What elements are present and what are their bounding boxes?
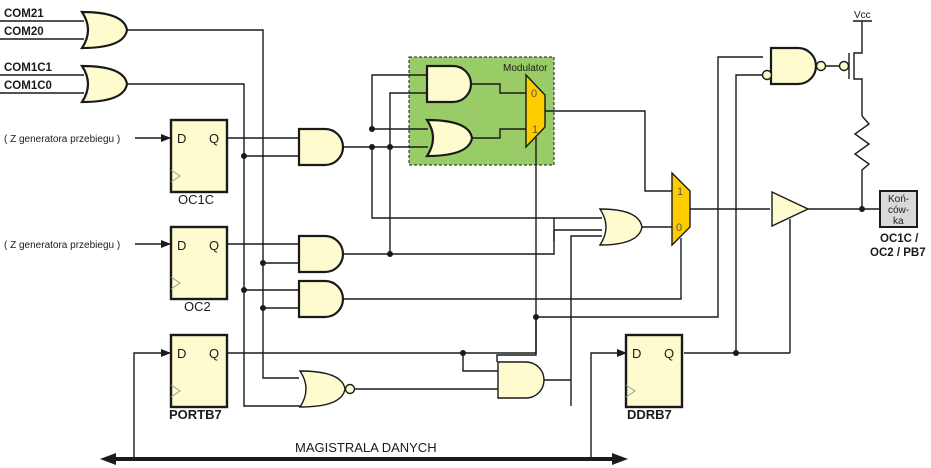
ff-portb7-name: PORTB7 [169,407,222,422]
modulator-and-gate [425,64,473,104]
pin-box [879,190,918,228]
ff-ddrb7-q-label: Q [664,346,674,361]
ff-oc1c-q-label: Q [209,131,219,146]
label-com1c0: COM1C0 [4,80,52,92]
or-gate-com2 [79,10,129,50]
and-gate-portb7 [497,361,545,399]
label-waveform-source-2: ( Z generatora przebiegu ) [4,240,120,251]
nand-input-bubble [761,69,773,81]
ff-ddrb7-d-label: D [632,346,641,361]
output-mux [671,171,691,247]
pin-box-line1: Koń- [888,194,909,205]
data-bus-label: MAGISTRALA DANYCH [295,440,437,455]
modulator-mux [525,73,546,149]
ff-oc2-q-label: Q [209,238,219,253]
nor-bubble [344,383,356,395]
modulator-mux-in0: 0 [531,88,537,100]
ff-oc1c-d-label: D [177,131,186,146]
ff-oc2-name: OC2 [184,299,211,314]
bus-arrow-left-icon [100,453,116,465]
wires [0,20,879,460]
pin-box-line2: ców- [888,205,909,216]
and-gate-oc1c [297,127,345,167]
flipflop-oc1c [169,118,229,194]
modulator-mux-in1: 1 [532,124,538,136]
and-gate-oc2 [297,234,345,274]
or-gate-mux-select [598,208,643,246]
output-mux-in0: 0 [676,222,682,234]
label-com21: COM21 [4,8,44,20]
ff-oc2-d-label: D [177,238,186,253]
label-com20: COM20 [4,26,44,38]
flipflop-oc2 [169,225,229,301]
nand-gate [769,46,818,86]
modulator-title: Modulator [503,63,548,74]
ff-portb7-q-label: Q [209,346,219,361]
ff-oc1c-name: OC1C [178,192,214,207]
junction-dots [241,126,865,356]
nand-output-bubble [815,60,827,72]
flipflop-portb7 [169,333,229,409]
label-waveform-source-1: ( Z generatora przebiegu ) [4,134,120,145]
modulator-or-gate [424,118,474,158]
or-gate-com1c [79,64,129,104]
pin-name-line2: OC2 / PB7 [870,247,926,259]
pin-box-line3: ka [893,216,904,227]
output-mux-in1: 1 [677,186,683,198]
nor-gate [298,370,346,408]
label-com1c1: COM1C1 [4,62,53,74]
flipflop-ddrb7 [624,333,684,409]
pin-name-line1: OC1C / [880,233,919,245]
ff-ddrb7-name: DDRB7 [627,407,672,422]
ff-portb7-d-label: D [177,346,186,361]
bus-arrow-right-icon [612,453,628,465]
tristate-buffer [771,190,810,228]
vcc-label: Vcc [854,10,871,21]
pmos-gate-bubble [838,60,850,72]
and-gate-select [297,279,345,319]
